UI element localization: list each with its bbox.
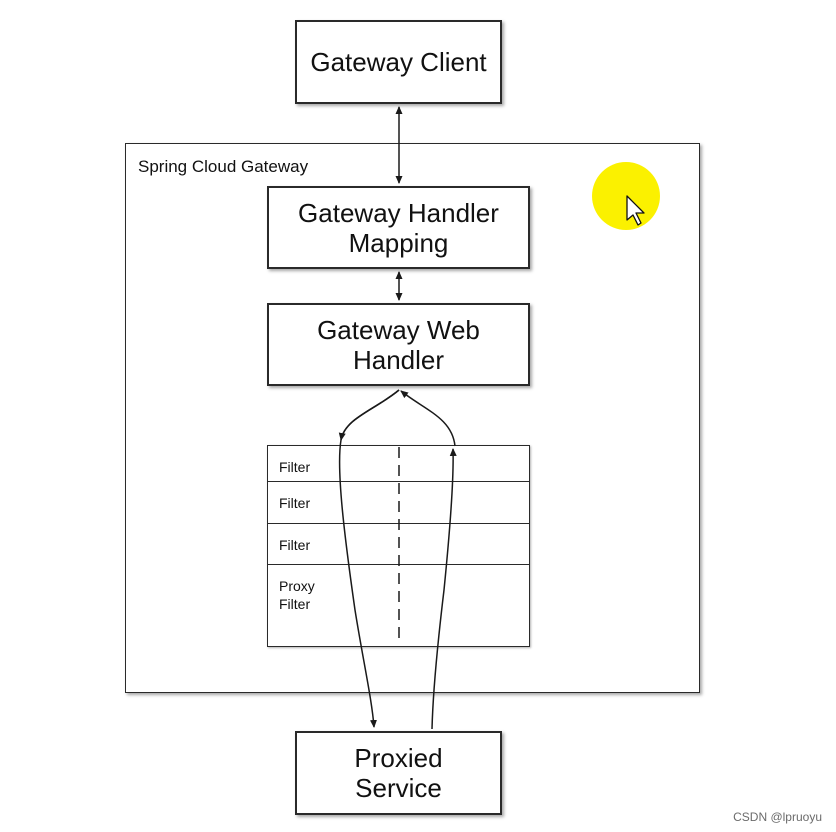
- filter-label: Filter: [279, 537, 311, 553]
- gateway-client-label: Gateway Client: [310, 47, 487, 77]
- filter-label: Filter: [279, 495, 311, 511]
- response-flow-arrow: [431, 448, 457, 730]
- proxied-service-node: Proxied Service: [295, 731, 502, 815]
- handler-mapping-label: Gateway Handler Mapping: [298, 197, 499, 258]
- web-handler-label: Gateway Web Handler: [317, 314, 480, 375]
- web-handler-node: Gateway Web Handler: [267, 303, 530, 386]
- request-flow-arrow: [338, 389, 400, 728]
- proxy-filter-label: Proxy Filter: [279, 578, 315, 612]
- gateway-client-node: Gateway Client: [295, 20, 502, 104]
- filter-label: Filter: [279, 459, 311, 475]
- proxied-service-label: Proxied Service: [354, 743, 443, 803]
- handler-mapping-node: Gateway Handler Mapping: [267, 186, 530, 269]
- container-label: Spring Cloud Gateway: [138, 157, 309, 176]
- filter-row: Filter: [268, 446, 529, 481]
- request-flow-head: [338, 389, 400, 441]
- watermark: CSDN @lpruoyu: [733, 810, 822, 824]
- cursor-highlight: [592, 162, 660, 230]
- filter-row: Filter: [268, 481, 529, 523]
- response-flow-top: [400, 390, 456, 447]
